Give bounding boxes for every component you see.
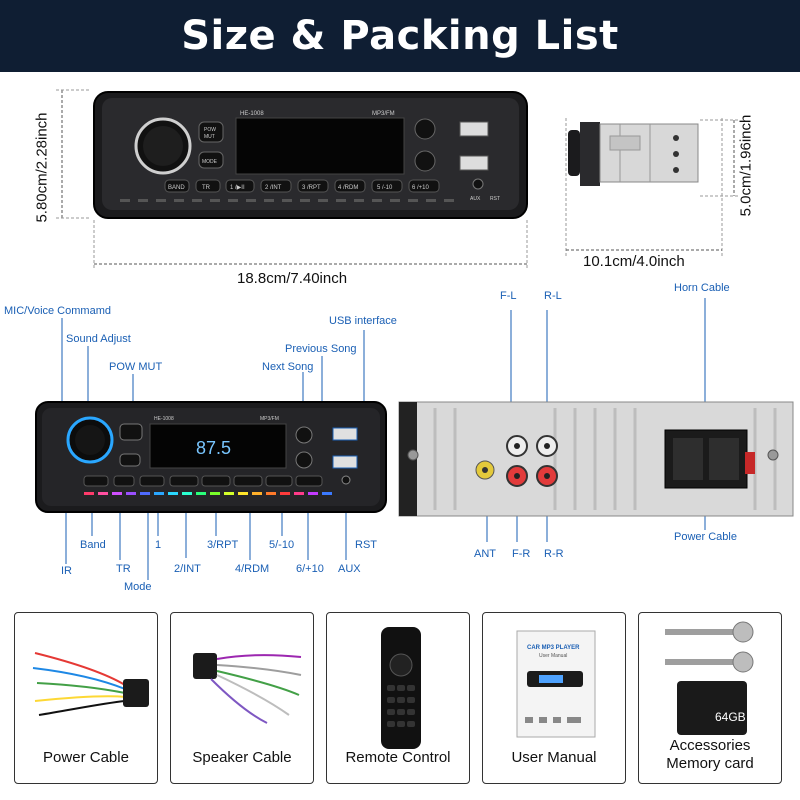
callout-1: 1 bbox=[155, 539, 162, 551]
title-banner: Size & Packing List bbox=[0, 0, 800, 72]
callout-f-l: F-L bbox=[500, 290, 517, 302]
callout-next-song: Next Song bbox=[262, 361, 314, 373]
memory-card-size: 64GB bbox=[715, 710, 746, 724]
packing-label-2: Memory card bbox=[666, 755, 754, 772]
packing-item-remote-control: Remote Control bbox=[326, 612, 470, 784]
svg-text:4 /RDM: 4 /RDM bbox=[338, 185, 358, 191]
callout-previous-song: Previous Song bbox=[285, 343, 357, 355]
dimension-diagram: HE-1008 MP3/FM POW MUT MODE BAND TR 1 /▶… bbox=[56, 89, 740, 268]
frequency-display: 87.5 bbox=[196, 438, 231, 458]
user-manual-image: CAR MP3 PLAYER User Manual bbox=[516, 630, 596, 738]
callout-6-p10: 6/+10 bbox=[296, 563, 324, 575]
svg-text:POW: POW bbox=[204, 127, 216, 133]
front-function-diagram: 87.5 HE-1008 MP3/FM bbox=[35, 318, 387, 580]
radio-front-view: HE-1008 MP3/FM POW MUT MODE BAND TR 1 /▶… bbox=[93, 91, 528, 219]
svg-text:3 /RPT: 3 /RPT bbox=[302, 185, 321, 191]
callout-usb-interface: USB interface bbox=[329, 315, 397, 327]
callout-r-r: R-R bbox=[544, 548, 564, 560]
svg-text:BAND: BAND bbox=[168, 185, 185, 191]
radio-side-view bbox=[565, 118, 740, 258]
callout-mic: MIC/Voice Commamd bbox=[4, 305, 111, 317]
mode-label: MP3/FM bbox=[372, 111, 395, 117]
svg-text:MODE: MODE bbox=[202, 159, 218, 165]
page-title: Size & Packing List bbox=[181, 13, 619, 59]
callout-power-cable: Power Cable bbox=[674, 531, 737, 543]
packing-label: Power Cable bbox=[43, 749, 129, 766]
svg-text:AUX: AUX bbox=[470, 196, 481, 202]
callout-horn-cable: Horn Cable bbox=[674, 282, 730, 294]
radio-back-view bbox=[398, 401, 794, 517]
packing-item-accessories: 64GB Accessories Memory card bbox=[638, 612, 782, 784]
front-width-label: 18.8cm/7.40inch bbox=[237, 270, 348, 287]
callout-2-int: 2/INT bbox=[174, 563, 201, 575]
packing-label: Speaker Cable bbox=[192, 749, 292, 766]
svg-text:User Manual: User Manual bbox=[539, 653, 567, 659]
callout-mode: Mode bbox=[124, 581, 152, 593]
callout-band: Band bbox=[80, 539, 106, 551]
svg-text:TR: TR bbox=[202, 185, 211, 191]
packing-label: Remote Control bbox=[345, 749, 451, 766]
side-depth-label: 10.1cm/4.0inch bbox=[583, 253, 685, 270]
callout-tr: TR bbox=[116, 563, 131, 575]
callout-aux: AUX bbox=[338, 563, 361, 575]
svg-text:6 /+10: 6 /+10 bbox=[412, 185, 430, 191]
callout-ant: ANT bbox=[474, 548, 496, 560]
model-label: HE-1008 bbox=[240, 111, 264, 117]
accessories-image: 64GB bbox=[665, 621, 754, 735]
svg-text:2 /INT: 2 /INT bbox=[265, 185, 282, 191]
callout-sound-adjust: Sound Adjust bbox=[66, 333, 131, 345]
packing-item-power-cable: Power Cable bbox=[14, 612, 158, 784]
callout-3-rpt: 3/RPT bbox=[207, 539, 239, 551]
callout-f-r: F-R bbox=[512, 548, 531, 560]
svg-text:1 /▶II: 1 /▶II bbox=[230, 185, 245, 191]
callout-4-rdm: 4/RDM bbox=[235, 563, 270, 575]
packing-item-user-manual: CAR MP3 PLAYER User Manual User Manual bbox=[482, 612, 626, 784]
svg-text:CAR MP3 PLAYER: CAR MP3 PLAYER bbox=[527, 645, 580, 651]
svg-text:HE-1008: HE-1008 bbox=[154, 416, 174, 422]
svg-text:MP3/FM: MP3/FM bbox=[260, 416, 279, 422]
packing-label: Accessories bbox=[669, 737, 751, 754]
packing-item-speaker-cable: Speaker Cable bbox=[170, 612, 314, 784]
packing-label: User Manual bbox=[511, 749, 597, 766]
side-height-label: 5.0cm/1.96inch bbox=[737, 114, 755, 217]
remote-control-image bbox=[381, 627, 421, 749]
svg-text:MUT: MUT bbox=[204, 134, 215, 140]
back-panel-diagram bbox=[398, 298, 794, 542]
svg-text:RST: RST bbox=[490, 196, 500, 202]
front-height-label: 5.80cm/2.28inch bbox=[33, 112, 51, 223]
svg-text:5 /-10: 5 /-10 bbox=[377, 185, 393, 191]
callout-rst: RST bbox=[355, 539, 377, 551]
callout-pow-mut: POW MUT bbox=[109, 361, 163, 373]
callout-r-l: R-L bbox=[544, 290, 562, 302]
radio-front-lit: 87.5 HE-1008 MP3/FM bbox=[35, 401, 387, 513]
callout-5-m10: 5/-10 bbox=[269, 539, 295, 551]
power-cable-image bbox=[32, 652, 149, 716]
callout-ir: IR bbox=[61, 565, 72, 577]
speaker-cable-image bbox=[193, 653, 302, 724]
